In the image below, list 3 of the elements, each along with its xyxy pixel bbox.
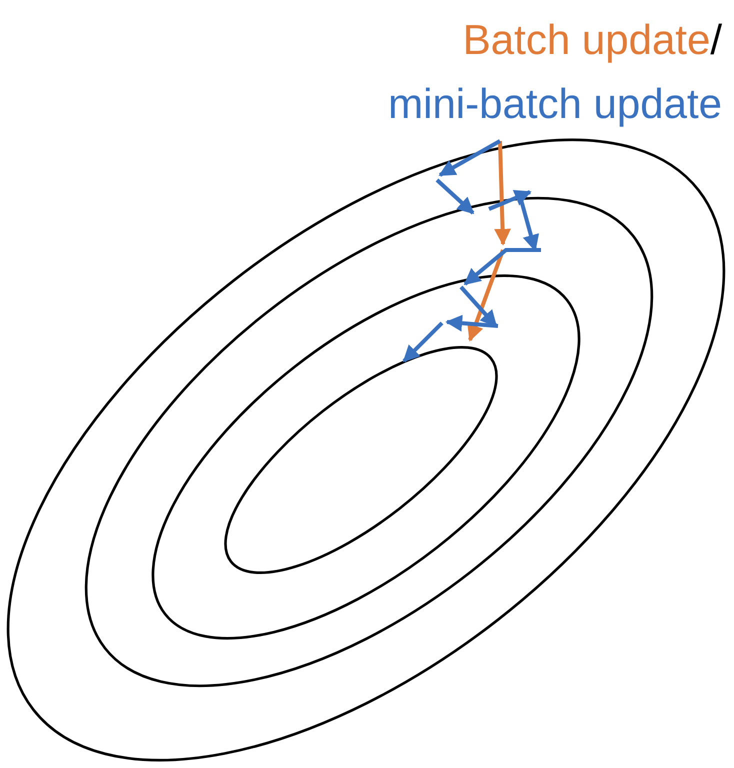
legend-text: Batch update — [462, 15, 710, 65]
legend-text: mini-batch update — [388, 79, 722, 129]
separator-text: / — [710, 15, 722, 65]
